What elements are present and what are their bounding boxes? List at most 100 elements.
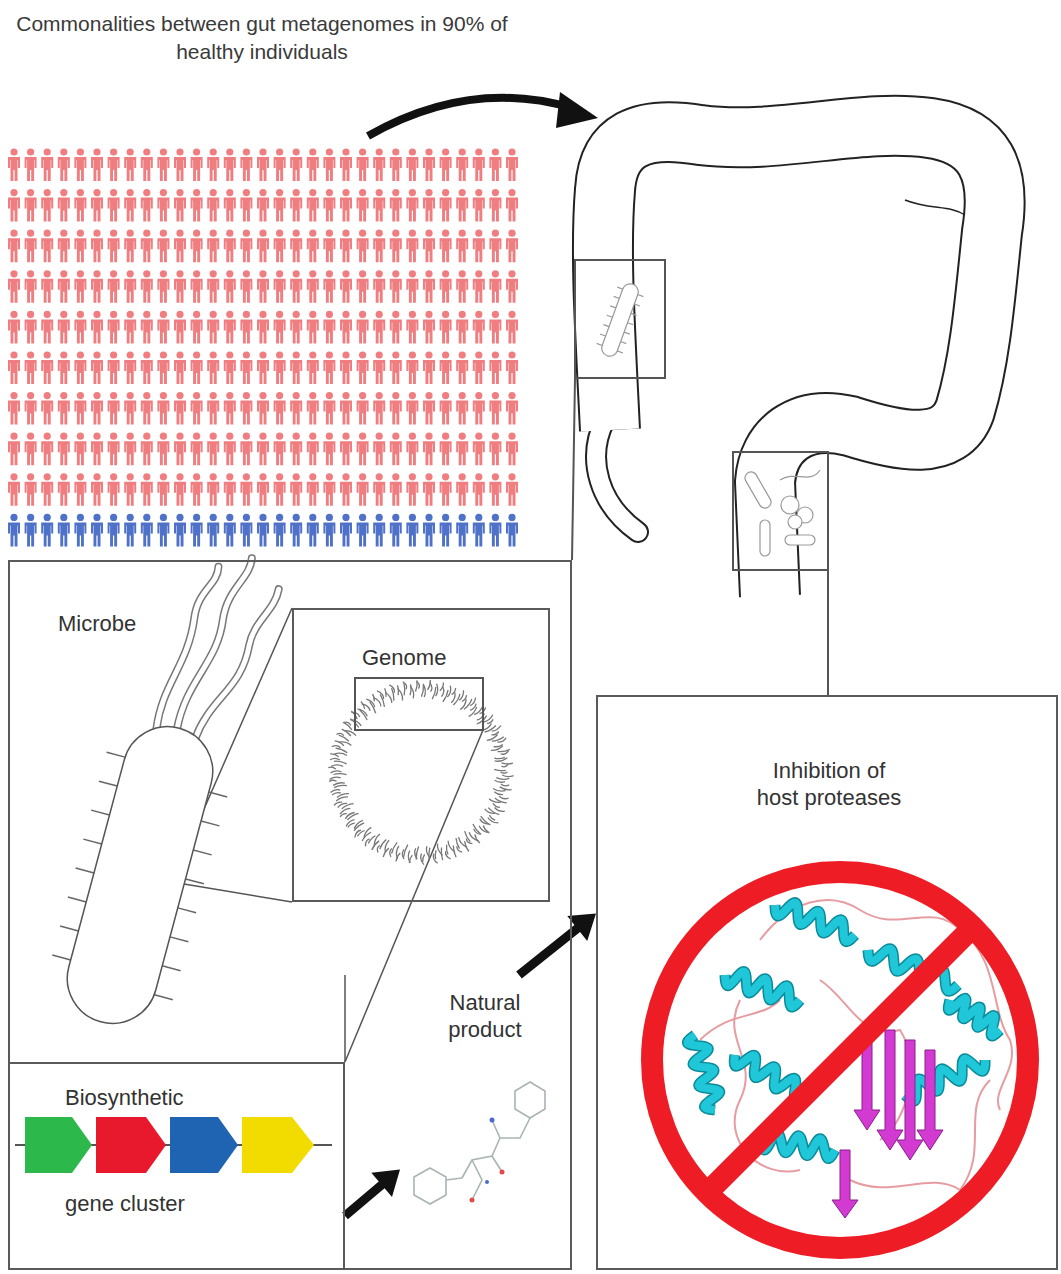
person-head	[508, 189, 515, 196]
person-icon	[207, 311, 219, 344]
person-body	[473, 401, 485, 425]
person-head	[276, 514, 283, 521]
genome-stroke	[480, 819, 489, 824]
person-head	[60, 433, 67, 440]
person-icon	[307, 189, 319, 222]
person-head	[376, 433, 383, 440]
person-body	[307, 482, 319, 506]
genome-stroke	[494, 769, 506, 770]
person-body	[124, 319, 136, 343]
person-head	[10, 473, 17, 480]
person-icon	[191, 433, 203, 466]
person-head	[176, 473, 183, 480]
person-icon	[25, 230, 37, 263]
person-icon	[141, 270, 153, 303]
person-icon	[124, 230, 136, 263]
person-body	[440, 319, 452, 343]
person-head	[492, 311, 499, 318]
person-icon	[473, 392, 485, 425]
person-head	[376, 351, 383, 358]
genome-stroke	[343, 722, 351, 725]
person-head	[226, 311, 233, 318]
person-icon	[473, 433, 485, 466]
person-body	[390, 360, 402, 384]
person-body	[423, 157, 435, 181]
person-icon	[307, 270, 319, 303]
person-head	[110, 189, 117, 196]
person-icon	[274, 514, 286, 547]
genome-stroke	[469, 707, 477, 717]
title-area: Commonalities between gut metagenomes in…	[12, 10, 512, 66]
person-body	[141, 441, 153, 465]
person-icon	[506, 392, 518, 425]
person-head	[160, 230, 167, 237]
person-body	[108, 319, 120, 343]
person-body	[423, 441, 435, 465]
person-icon	[323, 351, 335, 384]
person-icon	[141, 392, 153, 425]
person-icon	[506, 514, 518, 547]
person-body	[157, 319, 169, 343]
genome-stroke	[447, 686, 450, 698]
person-head	[210, 514, 217, 521]
molecule	[472, 1160, 482, 1200]
person-body	[141, 522, 153, 546]
node-label: Microbe	[58, 610, 136, 637]
person-icon	[290, 392, 302, 425]
person-icon	[41, 514, 53, 547]
person-head	[326, 514, 333, 521]
genome-stroke	[408, 851, 410, 863]
person-icon	[323, 433, 335, 466]
person-body	[141, 360, 153, 384]
person-body	[157, 360, 169, 384]
person-head	[44, 148, 51, 155]
person-head	[10, 311, 17, 318]
person-body	[274, 157, 286, 181]
person-head	[77, 351, 84, 358]
person-head	[10, 514, 17, 521]
genome-stroke	[499, 796, 509, 799]
genome-stroke	[501, 751, 509, 754]
genome-stroke	[389, 685, 394, 693]
genome-stroke	[390, 849, 392, 857]
person-icon	[456, 311, 468, 344]
person-icon	[224, 311, 236, 344]
person-icon	[58, 433, 70, 466]
person-body	[224, 360, 236, 384]
person-body	[108, 522, 120, 546]
person-icon	[191, 311, 203, 344]
pilus	[169, 937, 188, 942]
person-icon	[240, 351, 252, 384]
person-icon	[157, 189, 169, 222]
person-body	[406, 482, 418, 506]
person-icon	[357, 311, 369, 344]
person-body	[108, 401, 120, 425]
person-head	[27, 433, 34, 440]
person-body	[257, 157, 269, 181]
person-body	[207, 198, 219, 222]
person-icon	[440, 270, 452, 303]
person-head	[176, 351, 183, 358]
person-icon	[506, 189, 518, 222]
microbe-drawing	[195, 578, 279, 749]
person-head	[193, 473, 200, 480]
person-body	[58, 157, 70, 181]
person-head	[409, 433, 416, 440]
person-body	[307, 279, 319, 303]
person-head	[293, 392, 300, 399]
person-body	[124, 198, 136, 222]
person-icon	[157, 433, 169, 466]
person-body	[357, 441, 369, 465]
person-icon	[489, 514, 501, 547]
person-body	[157, 238, 169, 262]
person-head	[127, 189, 134, 196]
person-body	[440, 360, 452, 384]
colon-zoom-box	[572, 378, 575, 560]
person-head	[508, 351, 515, 358]
person-icon	[91, 392, 103, 425]
person-icon	[58, 270, 70, 303]
person-head	[392, 433, 399, 440]
person-head	[143, 189, 150, 196]
person-body	[456, 238, 468, 262]
person-head	[27, 311, 34, 318]
